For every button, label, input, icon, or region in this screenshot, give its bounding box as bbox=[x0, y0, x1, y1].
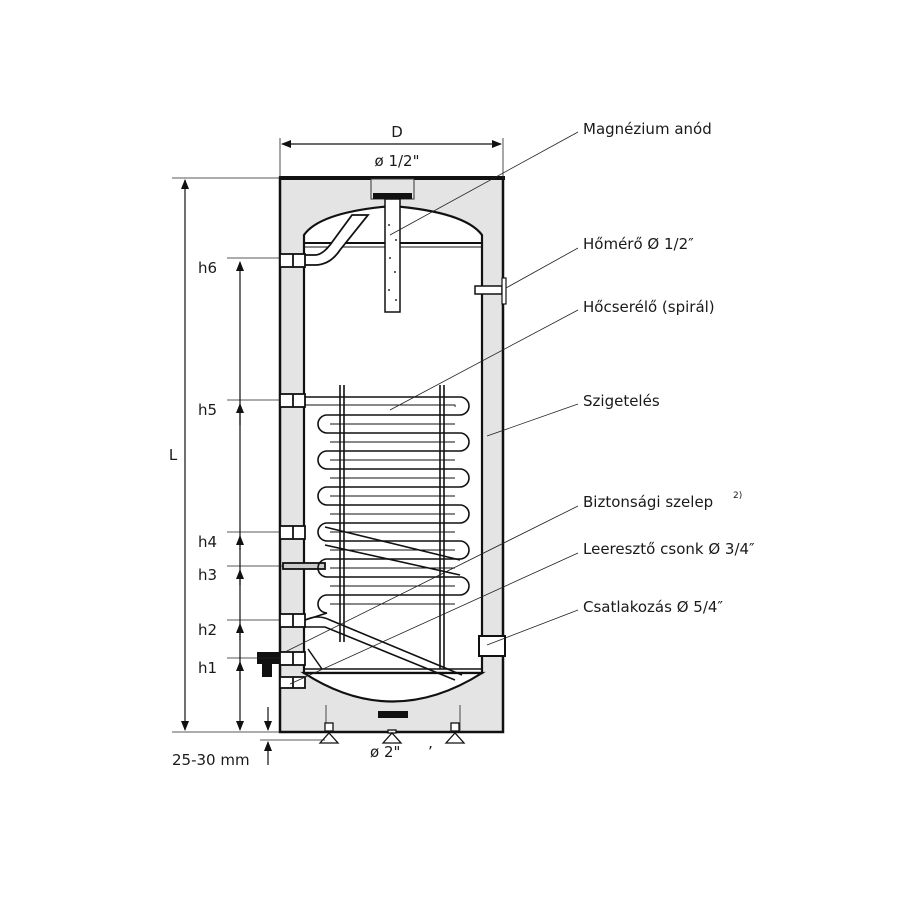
connection-port bbox=[478, 635, 506, 657]
height-h3: h3 bbox=[198, 566, 217, 584]
feet bbox=[318, 722, 466, 744]
height-h5: h5 bbox=[198, 401, 217, 419]
leader-lines bbox=[284, 131, 579, 685]
label-connection: Csatlakozás Ø 5/4″ bbox=[583, 598, 723, 616]
callout-labels: Magnézium anód Hőmérő Ø 1/2″ Hőcserélő (… bbox=[583, 120, 755, 616]
label-thermometer: Hőmérő Ø 1/2″ bbox=[583, 235, 694, 253]
floor-gap: 25-30 mm bbox=[172, 751, 250, 769]
dimension-d: D bbox=[391, 123, 403, 141]
label-drain: Leeresztő csonk Ø 3/4″ bbox=[583, 540, 755, 558]
label-anode: Magnézium anód bbox=[583, 120, 712, 138]
label-safety-valve: Biztonsági szelep bbox=[583, 493, 713, 511]
safety-valve-icon bbox=[257, 652, 280, 677]
label-insulation: Szigetelés bbox=[583, 392, 660, 410]
bottom-connection-size: ø 2" bbox=[370, 743, 400, 761]
hot-water-outlet-pipe bbox=[296, 214, 370, 266]
top-connection-size: ø 1/2" bbox=[375, 152, 420, 170]
heat-exchanger-coil bbox=[304, 385, 470, 681]
dimension-lines bbox=[172, 138, 504, 765]
height-h1: h1 bbox=[198, 659, 217, 677]
height-h2: h2 bbox=[198, 621, 217, 639]
footnote-mark: 2) bbox=[733, 491, 742, 501]
drain-outlet bbox=[378, 711, 408, 718]
dimension-l: L bbox=[169, 446, 178, 464]
height-h6: h6 bbox=[198, 259, 217, 277]
bottom-mark: ʼ bbox=[428, 743, 433, 761]
height-h4: h4 bbox=[198, 533, 217, 551]
label-heat-exchanger: Hőcserélő (spirál) bbox=[583, 298, 715, 316]
magnesium-anode bbox=[373, 193, 412, 313]
thermometer-port bbox=[474, 277, 507, 305]
